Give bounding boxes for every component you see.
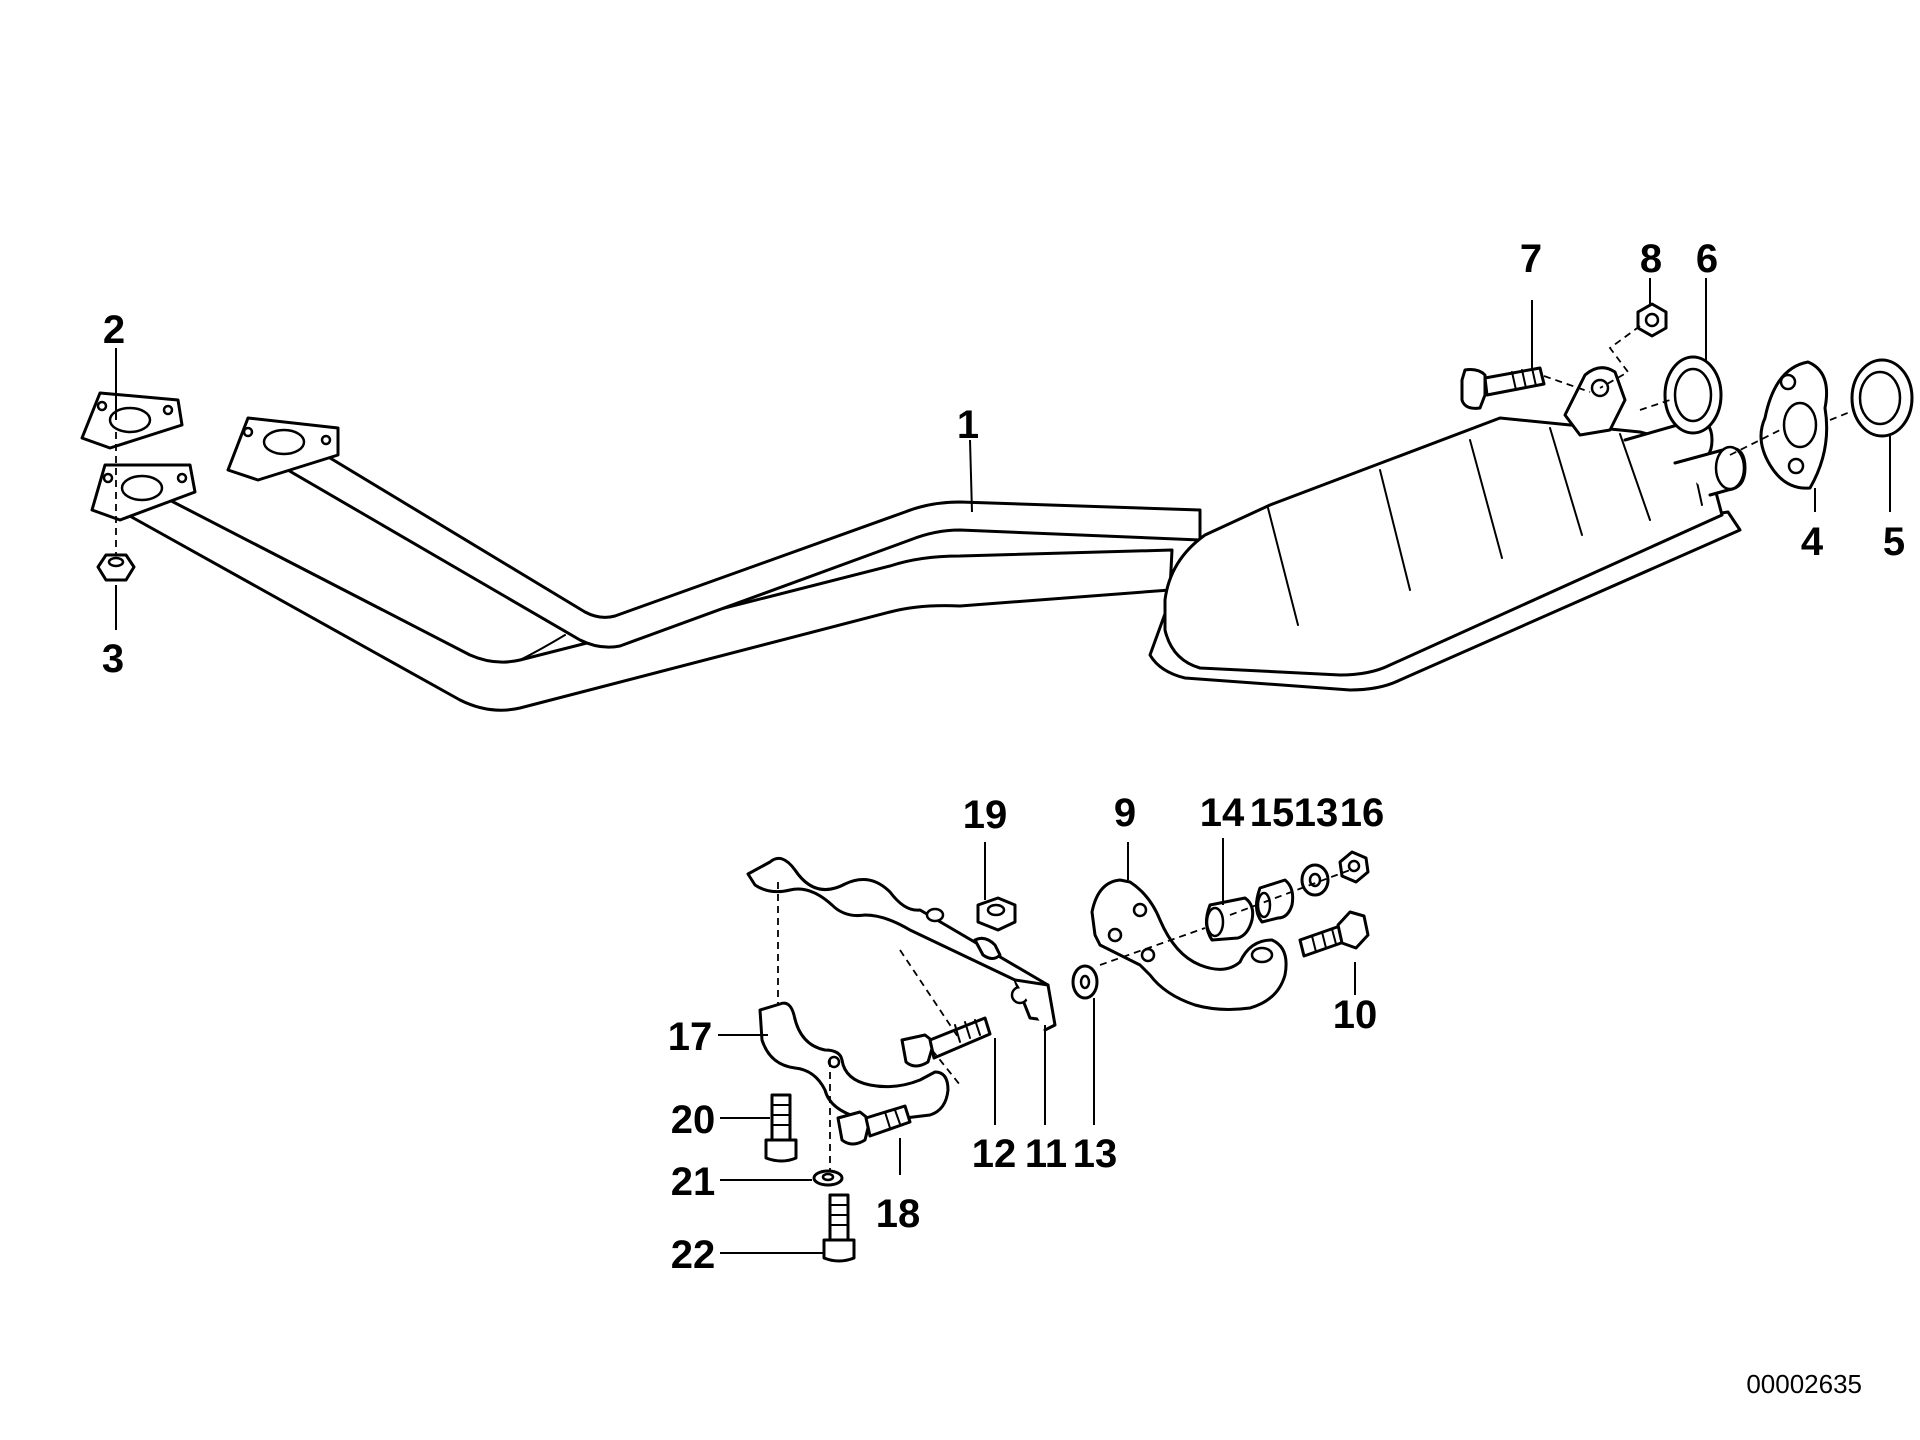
catalytic-converter (1148, 416, 1747, 692)
callout-12: 12 (972, 1132, 1017, 1176)
callout-14: 14 (1200, 791, 1245, 835)
converter-nut (1636, 302, 1668, 338)
washer-21 (812, 1169, 844, 1187)
pipe-flange-upper (226, 416, 340, 482)
bolt-18 (836, 1104, 912, 1146)
washer-13-lower (1071, 964, 1099, 1000)
callout-5: 5 (1883, 520, 1905, 564)
nut-19 (976, 896, 1017, 932)
washer-13-upper (1300, 863, 1330, 897)
bolt-10 (1298, 910, 1370, 958)
bolt (1460, 366, 1546, 410)
sealing-ring-5 (1850, 358, 1914, 438)
callout-11: 11 (1025, 1132, 1067, 1176)
callout-13-upper: 13 (1294, 791, 1339, 835)
rubber-mount-14 (1205, 896, 1255, 942)
callout-10: 10 (1333, 993, 1378, 1037)
bracket-9 (1090, 878, 1288, 1011)
callout-21: 21 (671, 1160, 716, 1204)
leader-lines (115, 278, 1891, 1254)
sealing-ring-6 (1663, 355, 1723, 435)
converter-flange-bracket (1563, 366, 1627, 437)
callout-6: 6 (1696, 237, 1718, 281)
callout-3: 3 (102, 637, 124, 681)
callout-7: 7 (1520, 237, 1542, 281)
gasket (80, 391, 184, 450)
flange-gasket (1759, 360, 1829, 490)
callout-19: 19 (963, 793, 1008, 837)
callout-17: 17 (668, 1015, 713, 1059)
callout-1: 1 (957, 403, 979, 447)
bolt-12 (900, 1016, 992, 1068)
callout-16: 16 (1340, 791, 1385, 835)
callout-9: 9 (1114, 791, 1136, 835)
upper-clamp-bracket (746, 856, 1057, 1032)
callout-15: 15 (1250, 791, 1295, 835)
callout-8: 8 (1640, 237, 1662, 281)
callout-13-lower: 13 (1073, 1132, 1118, 1176)
bolt-20 (764, 1093, 798, 1163)
callout-4: 4 (1801, 520, 1824, 564)
flange-nut (96, 553, 136, 582)
image-reference-code: 00002635 (1746, 1369, 1862, 1399)
bolt-22 (822, 1193, 856, 1263)
sleeve-15 (1255, 878, 1295, 924)
callout-2: 2 (103, 308, 125, 352)
nut-16 (1338, 850, 1370, 884)
lower-clamp (758, 1001, 950, 1122)
callout-18: 18 (876, 1192, 921, 1236)
front-pipe (126, 433, 1202, 712)
callout-20: 20 (671, 1098, 716, 1142)
callout-22: 22 (671, 1233, 716, 1277)
